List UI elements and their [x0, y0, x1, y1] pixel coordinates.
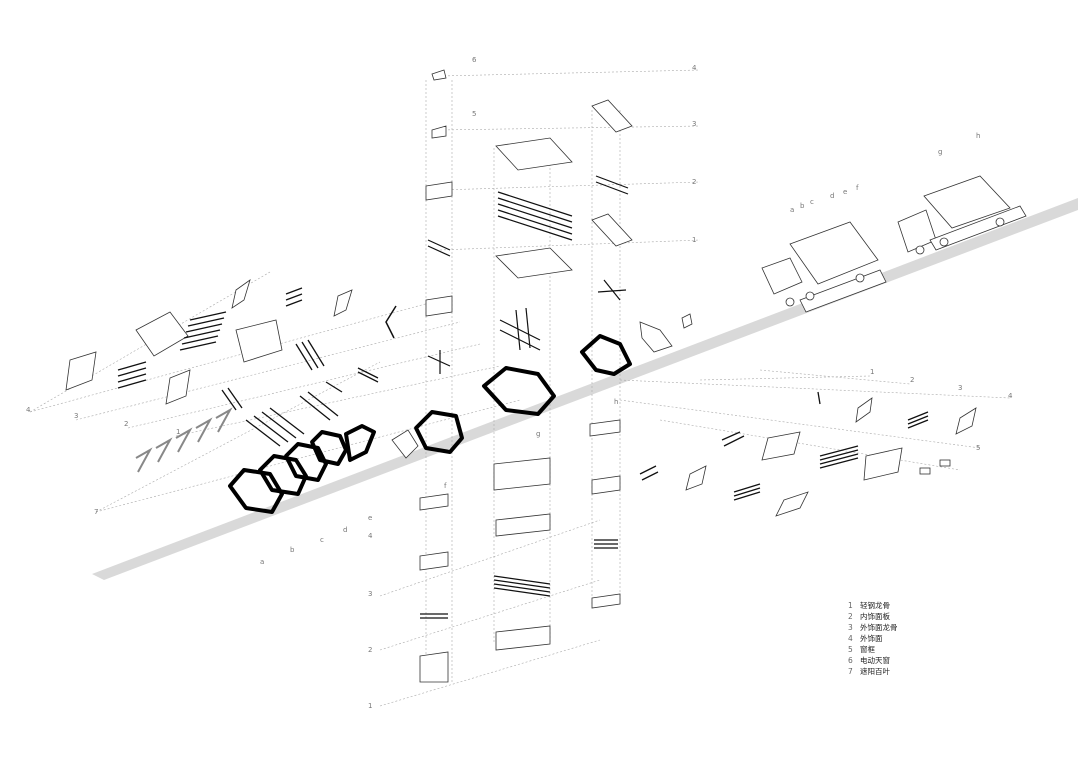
left-fan-label-1: 1 — [176, 428, 180, 436]
module-label-c: c — [320, 536, 324, 544]
module-label-d: d — [343, 526, 347, 534]
column-top-label-6: 6 — [472, 56, 477, 64]
column-top-label-3: 3 — [692, 120, 696, 128]
legend-row: 7 遮阳百叶 — [848, 666, 968, 677]
left-fan-labels: 1 2 3 4 7 — [26, 406, 180, 516]
column-top-labels: 6 5 4 3 2 1 — [472, 56, 697, 244]
module-label-f: f — [444, 482, 447, 490]
legend-text: 电动天窗 — [860, 656, 890, 665]
module-label-a: a — [260, 558, 264, 566]
left-fan-guides — [29, 271, 521, 513]
module-labels: a b c d e f g h — [260, 398, 618, 566]
legend-row: 2 内饰面板 — [848, 611, 968, 622]
ground-modules — [228, 313, 693, 514]
legend-num: 4 — [848, 634, 853, 643]
legend-num: 6 — [848, 656, 853, 665]
column-bottom-label-1: 1 — [368, 702, 372, 710]
column-elements — [419, 69, 633, 683]
legend-num: 3 — [848, 623, 853, 632]
module-label-b: b — [290, 546, 295, 554]
truck-label-d: d — [830, 192, 834, 200]
right-fan-label-1: 1 — [870, 368, 874, 376]
truck-labels: a b c d e f g h — [790, 132, 980, 214]
truck-label-e: e — [843, 188, 847, 196]
legend-num: 2 — [848, 612, 853, 621]
legend-text: 窗框 — [860, 645, 875, 654]
legend-num: 1 — [848, 601, 853, 610]
legend-num: 5 — [848, 645, 853, 654]
right-fan-label-5: 5 — [976, 444, 980, 452]
left-fan-label-2: 2 — [124, 420, 128, 428]
legend-text: 内饰面板 — [860, 612, 890, 621]
column-guides — [379, 69, 701, 707]
legend-row: 4 外饰面 — [848, 633, 968, 644]
trucks — [761, 175, 1027, 313]
column-bottom-label-3: 3 — [368, 590, 372, 598]
truck-label-a: a — [790, 206, 794, 214]
right-fan-label-2: 2 — [910, 376, 914, 384]
legend-text: 外饰面龙骨 — [860, 623, 898, 632]
legend-row: 5 窗框 — [848, 644, 968, 655]
column-top-label-5: 5 — [472, 110, 476, 118]
left-fan-label-7: 7 — [94, 508, 98, 516]
legend-text: 轻钢龙骨 — [860, 601, 890, 610]
column-bottom-label-4: 4 — [368, 532, 373, 540]
left-fan-elements — [65, 278, 397, 473]
module-label-e: e — [368, 514, 372, 522]
legend-text: 外饰面 — [860, 634, 883, 643]
legend-row: 3 外饰面龙骨 — [848, 622, 968, 633]
legend-num: 7 — [848, 667, 853, 676]
left-fan-label-4: 4 — [26, 406, 31, 414]
truck-label-h: h — [976, 132, 980, 140]
column-bottom-label-2: 2 — [368, 646, 372, 654]
ground-strip — [92, 198, 1078, 580]
legend: 1 轻钢龙骨 2 内饰面板 3 外饰面龙骨 4 外饰面 5 窗框 6 电动天窗 7 遮阳百叶 — [848, 600, 968, 677]
right-fan-label-3: 3 — [958, 384, 962, 392]
right-fan-elements — [639, 391, 977, 517]
truck-label-g: g — [938, 148, 942, 156]
truck-label-f: f — [856, 184, 859, 192]
right-fan-labels: 1 2 3 4 5 — [870, 368, 1013, 452]
legend-text: 遮阳百叶 — [860, 667, 890, 676]
legend-row: 1 轻钢龙骨 — [848, 600, 968, 611]
right-fan-guides — [619, 369, 1011, 471]
legend-row: 6 电动天窗 — [848, 655, 968, 666]
module-label-h: h — [614, 398, 618, 406]
truck-label-c: c — [810, 198, 814, 206]
right-fan-label-4: 4 — [1008, 392, 1013, 400]
column-top-label-1: 1 — [692, 236, 696, 244]
column-top-label-4: 4 — [692, 64, 697, 72]
column-bottom-labels: 1 2 3 4 — [368, 532, 373, 710]
column-top-label-2: 2 — [692, 178, 696, 186]
left-fan-label-3: 3 — [74, 412, 78, 420]
module-label-g: g — [536, 430, 540, 438]
truck-label-b: b — [800, 202, 805, 210]
